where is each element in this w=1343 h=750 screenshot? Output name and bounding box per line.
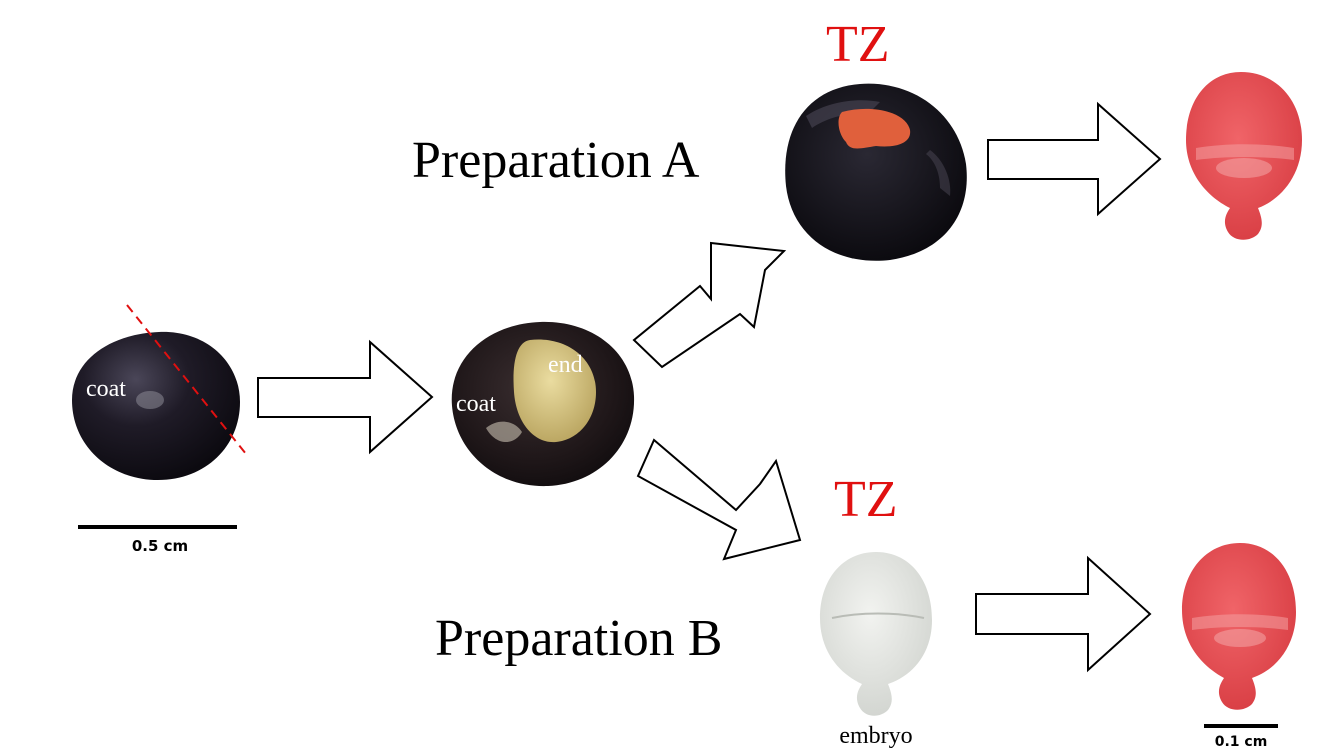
arrow-icon	[638, 440, 800, 559]
arrow-icon	[976, 558, 1150, 670]
embryo-scale-bar: 0.1 cm	[1204, 726, 1278, 750]
unstained-embryo: embryo	[820, 552, 932, 749]
seed-scale-label: 0.5 cm	[132, 537, 188, 555]
preparation-b-label: Preparation B	[435, 610, 722, 667]
stained-embryo-a	[1186, 72, 1302, 240]
preparation-a-label: Preparation A	[412, 132, 700, 189]
embryo-label: embryo	[839, 723, 912, 749]
arrow-icon	[988, 104, 1160, 214]
endosperm-label: end	[548, 352, 583, 378]
tz-label-b: TZ	[834, 471, 898, 528]
cut-seed: end coat	[452, 322, 634, 486]
tz-label-a: TZ	[826, 16, 890, 73]
arrow-icon	[634, 243, 784, 367]
coat-label-cut: coat	[456, 391, 496, 417]
coat-label-whole: coat	[86, 376, 126, 402]
opened-seed-stained	[785, 84, 967, 261]
arrow-icon	[258, 342, 432, 452]
seed-scale-bar: 0.5 cm	[78, 527, 237, 555]
whole-seed: coat	[72, 305, 246, 480]
stained-embryo-b	[1182, 543, 1296, 710]
embryo-scale-label: 0.1 cm	[1215, 734, 1268, 750]
